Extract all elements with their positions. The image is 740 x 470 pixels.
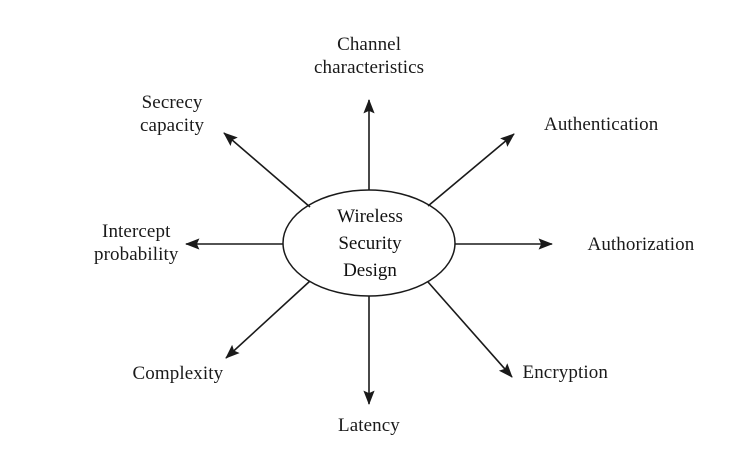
arrow-secrecy-capacity [223, 132, 311, 208]
node-label-latency: Latency [338, 414, 400, 436]
node-label-authentication: Authentication [544, 113, 659, 135]
node-label-authorization: Authorization [587, 233, 695, 255]
node-label-complexity: Complexity [132, 362, 224, 384]
node-label-intercept-probability: Intercept probability [94, 221, 179, 265]
node-label-encryption: Encryption [522, 361, 608, 383]
node-label-channel-characteristics: Channel characteristics [314, 34, 425, 78]
arrow-encryption [427, 281, 513, 378]
arrow-complexity [225, 280, 311, 359]
center-node-label: Wireless Security Design [337, 206, 403, 281]
arrow-authentication [427, 133, 515, 207]
node-label-secrecy-capacity: Secrecy capacity [140, 92, 205, 136]
